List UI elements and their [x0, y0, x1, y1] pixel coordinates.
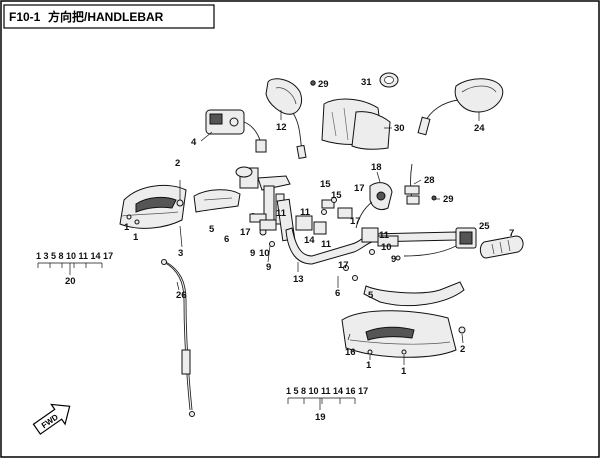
right-hand-guard-16: [341, 310, 457, 358]
group-19: 1 5 8 10 11 14 16 17 19: [286, 386, 368, 423]
group-20-members: 1 3 5 8 10 11 14 17: [36, 251, 113, 261]
callout-16: 16: [345, 347, 356, 358]
group-20: 1 3 5 8 10 11 14 17 20: [36, 251, 113, 287]
right-switch-18: [355, 182, 393, 229]
group-20-number: 20: [65, 276, 76, 287]
callout-11-d: 11: [379, 230, 390, 241]
left-switch-4: [205, 109, 267, 153]
callout-4: 4: [191, 137, 197, 148]
handlebar-13: [285, 215, 457, 265]
callout-17-d: 17: [338, 260, 349, 271]
right-grip-7: [479, 235, 524, 259]
callout-10-a: 10: [259, 248, 270, 259]
title-box: [3, 4, 215, 29]
callout-7: 7: [509, 228, 514, 239]
callout-30: 30: [394, 123, 405, 134]
callout-11-a: 11: [276, 208, 287, 219]
callout-5-left: 5: [209, 224, 215, 235]
figure-title: 方向把/HANDLEBAR: [48, 9, 164, 24]
callout-29-right: 29: [443, 194, 454, 205]
callout-31: 31: [361, 77, 372, 88]
bolt-1-right-b: [401, 349, 407, 355]
hand-guard-cover-30: [321, 98, 391, 150]
clutch-lever-assembly: [235, 166, 296, 242]
callout-17-c: 17: [350, 216, 361, 227]
group-19-members: 1 5 8 10 11 14 16 17: [286, 386, 368, 396]
left-hand-guard-3: [119, 184, 187, 229]
callout-1-left-a: 1: [124, 222, 130, 233]
callout-15-a: 15: [320, 179, 331, 190]
bolt-1-left-b: [134, 219, 140, 225]
callout-17-a: 17: [354, 183, 365, 194]
callout-18: 18: [371, 162, 382, 173]
callout-17-b: 17: [240, 227, 251, 238]
callout-1-right-b: 1: [401, 366, 407, 377]
callout-15-b: 15: [331, 190, 342, 201]
bolt-2-left: [176, 199, 184, 207]
right-guard-bracket-5: [343, 265, 465, 307]
front-brake-master-right: [361, 227, 401, 261]
callout-9-b: 9: [266, 262, 271, 273]
bolt-29-top: [310, 80, 316, 86]
callout-14: 14: [304, 235, 315, 246]
callout-1-right-a: 1: [366, 360, 372, 371]
leader-lines: [176, 110, 480, 365]
callout-numbers: 29 31 24 12 30 4 2 18 28 29 15 15 17 1 1…: [124, 77, 514, 377]
throttle-grip-25: [403, 227, 477, 257]
callout-25: 25: [479, 221, 490, 232]
callout-6-left: 6: [224, 234, 229, 245]
callout-24: 24: [474, 123, 485, 134]
clutch-cable-26: [161, 259, 195, 417]
callout-2-left: 2: [175, 158, 180, 169]
callout-11-c: 11: [321, 239, 332, 250]
right-mirror: [417, 78, 504, 136]
callout-9-c: 9: [391, 254, 396, 265]
callout-6-right: 6: [335, 288, 340, 299]
callout-3: 3: [178, 248, 183, 259]
fwd-arrow: FWD: [32, 403, 71, 435]
left-hardware: [249, 213, 277, 247]
figure-code: F10-1: [9, 10, 41, 24]
left-guard-bracket-5: [193, 189, 241, 213]
callout-13: 13: [293, 274, 304, 285]
callout-26: 26: [176, 290, 187, 301]
callout-9-a: 9: [250, 248, 255, 259]
bolt-1-left-a: [126, 214, 132, 220]
bolt-2-right: [458, 326, 466, 334]
callout-1-left-b: 1: [133, 232, 139, 243]
callout-11-b: 11: [300, 207, 311, 218]
left-mirror: [265, 78, 307, 160]
center-clamps: [321, 197, 353, 219]
callout-2-right: 2: [460, 344, 465, 355]
callout-28: 28: [424, 175, 435, 186]
callout-10-b: 10: [381, 242, 392, 253]
bolt-1-right-a: [367, 349, 373, 355]
callout-5-right: 5: [368, 290, 374, 301]
callout-29-top: 29: [318, 79, 329, 90]
group-19-number: 19: [315, 412, 326, 423]
callout-12: 12: [276, 122, 287, 133]
bracket-28: [404, 163, 420, 205]
bolt-29-right: [431, 195, 437, 201]
